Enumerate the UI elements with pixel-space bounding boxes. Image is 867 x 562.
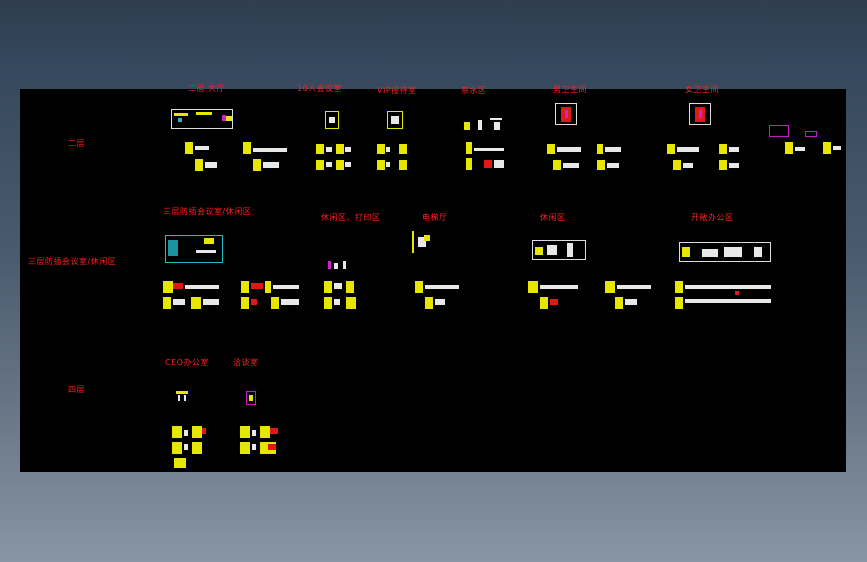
elevations-lounge-print[interactable] — [324, 281, 364, 311]
floor-label-2: 二层 — [68, 139, 85, 148]
room-title-men-wc: 男卫生间 — [553, 85, 587, 94]
room-title-elevator-hall: 电梯厅 — [422, 213, 448, 222]
plan-men-wc[interactable] — [555, 103, 577, 125]
room-title-vip: VIP接待室 — [377, 86, 417, 95]
room-title-lounge: 休闲区 — [540, 213, 566, 222]
elevations-extra[interactable] — [785, 142, 843, 156]
room-title-meeting-10: 10人会议室 — [297, 84, 343, 93]
plan-extra-magenta-small[interactable] — [805, 131, 817, 137]
room-title-open-office: 开敞办公区 — [691, 213, 734, 222]
elevations-negotiation[interactable] — [240, 426, 282, 456]
elevations-vip[interactable] — [377, 144, 413, 172]
elevations-meeting-10[interactable] — [316, 144, 356, 172]
plan-vip[interactable] — [387, 111, 403, 129]
plan-floor3-meeting[interactable] — [165, 235, 223, 263]
plan-meeting-10[interactable] — [325, 111, 339, 129]
plan-open-office[interactable] — [679, 242, 771, 262]
plan-lounge[interactable] — [532, 240, 586, 260]
floor-label-4: 四层 — [68, 385, 85, 394]
elevations-ceo-office[interactable] — [172, 426, 212, 470]
elevations-men-wc[interactable] — [547, 144, 627, 172]
elevations-lounge[interactable] — [528, 281, 588, 311]
room-title-negotiation: 洽谈室 — [233, 358, 259, 367]
elevations-floor3-meeting[interactable] — [163, 281, 303, 311]
room-title-lobby: 二层 大厅 — [188, 84, 226, 93]
elevations-open-office[interactable] — [675, 281, 775, 311]
plan-tea[interactable] — [463, 109, 503, 131]
drawing-canvas[interactable]: 二层 三层防插会议室/休闲区 四层 二层 大厅 10人会议室 VIP接待室 茶水… — [20, 84, 846, 472]
plan-negotiation[interactable] — [246, 391, 256, 405]
elevations-tea[interactable] — [466, 142, 506, 172]
elevations-lobby[interactable] — [185, 142, 290, 172]
plan-extra-magenta[interactable] — [769, 125, 789, 137]
plan-lounge-print[interactable] — [328, 261, 350, 271]
elevations-elevator-hall[interactable] — [415, 281, 465, 311]
elevations-lounge-2[interactable] — [605, 281, 655, 311]
plan-elevator-hall[interactable] — [410, 231, 438, 257]
room-title-lounge-print: 休闲区、打印区 — [321, 213, 381, 222]
room-title-floor3-meeting: 三层防插会议室/休闲区 — [163, 207, 252, 216]
plan-lobby[interactable] — [171, 109, 233, 129]
room-title-women-wc: 女卫生间 — [685, 85, 719, 94]
room-title-tea: 茶水区 — [461, 86, 487, 95]
elevations-women-wc[interactable] — [667, 144, 743, 172]
room-title-ceo-office: CEO办公室 — [165, 358, 209, 367]
plan-ceo-office[interactable] — [176, 389, 190, 401]
floor-label-3: 三层防插会议室/休闲区 — [28, 257, 117, 266]
plan-women-wc[interactable] — [689, 103, 711, 125]
